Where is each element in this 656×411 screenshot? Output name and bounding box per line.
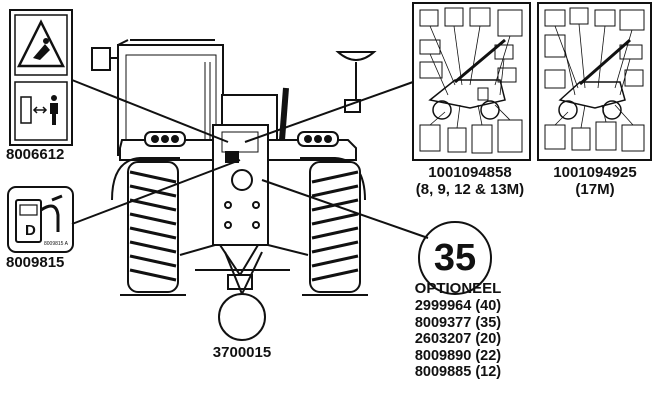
manual-page-1001094925 [537, 2, 652, 161]
label-1001094925-models: (17M) [575, 181, 615, 198]
option-item: 8009890 (22) [414, 347, 502, 364]
manual-page-1001094858 [412, 2, 531, 161]
option-item: 8009885 (12) [414, 364, 502, 380]
label-8009815: 8009815 [6, 254, 65, 271]
option-item: 8009377 (35) [414, 314, 502, 331]
label-1001094925: 1001094925 [553, 164, 637, 181]
label-1001094858-models: (8, 9, 12 & 13M) [415, 181, 525, 198]
decal-8006612 [9, 9, 73, 146]
leader-lines [71, 79, 429, 295]
option-item: 2603207 (20) [414, 331, 502, 347]
fuel-decal-small-code: 8009815 A [44, 241, 68, 247]
callout-circle-35 [418, 221, 492, 295]
decal-8009815-fuel [7, 186, 74, 253]
fuel-decal-letter: D [25, 222, 36, 239]
telehandler-rear-view [91, 39, 377, 296]
label-optioneel: OPTIONEEL [414, 280, 502, 297]
decal-circle-3700015 [218, 293, 266, 341]
option-item: 2999964 (40) [414, 298, 502, 314]
label-8006612: 8006612 [6, 146, 65, 163]
callout-number-35: 35 [433, 237, 477, 279]
label-3700015: 3700015 [212, 344, 272, 361]
option-part-list: 2999964 (40) 8009377 (35) 2603207 (20) 8… [398, 298, 518, 381]
label-1001094858: 1001094858 [428, 164, 512, 181]
